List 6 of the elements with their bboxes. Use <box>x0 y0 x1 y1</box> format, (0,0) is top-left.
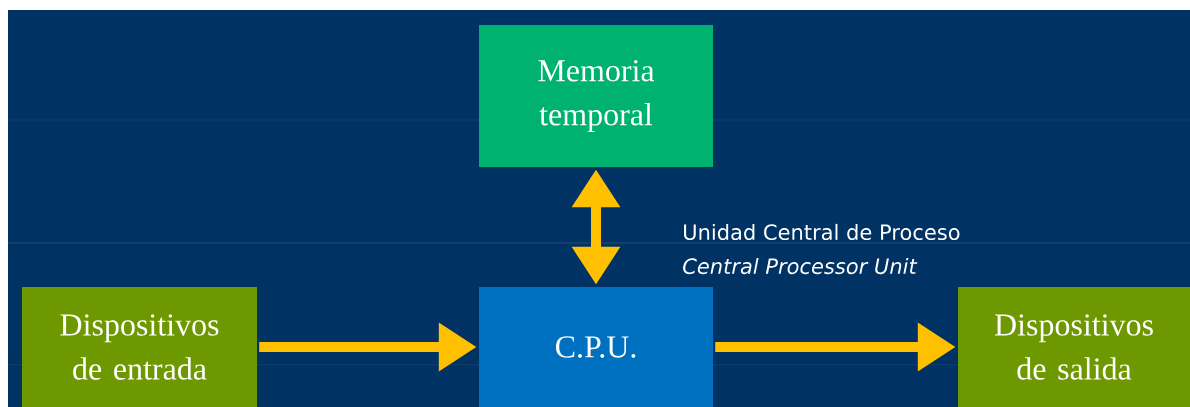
caption-text: Unidad Central de Proceso <box>684 223 960 241</box>
process-box: Dispositivos de entrada <box>22 287 257 407</box>
process-box: C.P.U. <box>479 287 713 407</box>
process-box: Memoria temporal <box>479 25 713 167</box>
caption-text: Central Processor Unit <box>683 257 918 275</box>
process-box: Dispositivos de salida <box>958 287 1190 407</box>
